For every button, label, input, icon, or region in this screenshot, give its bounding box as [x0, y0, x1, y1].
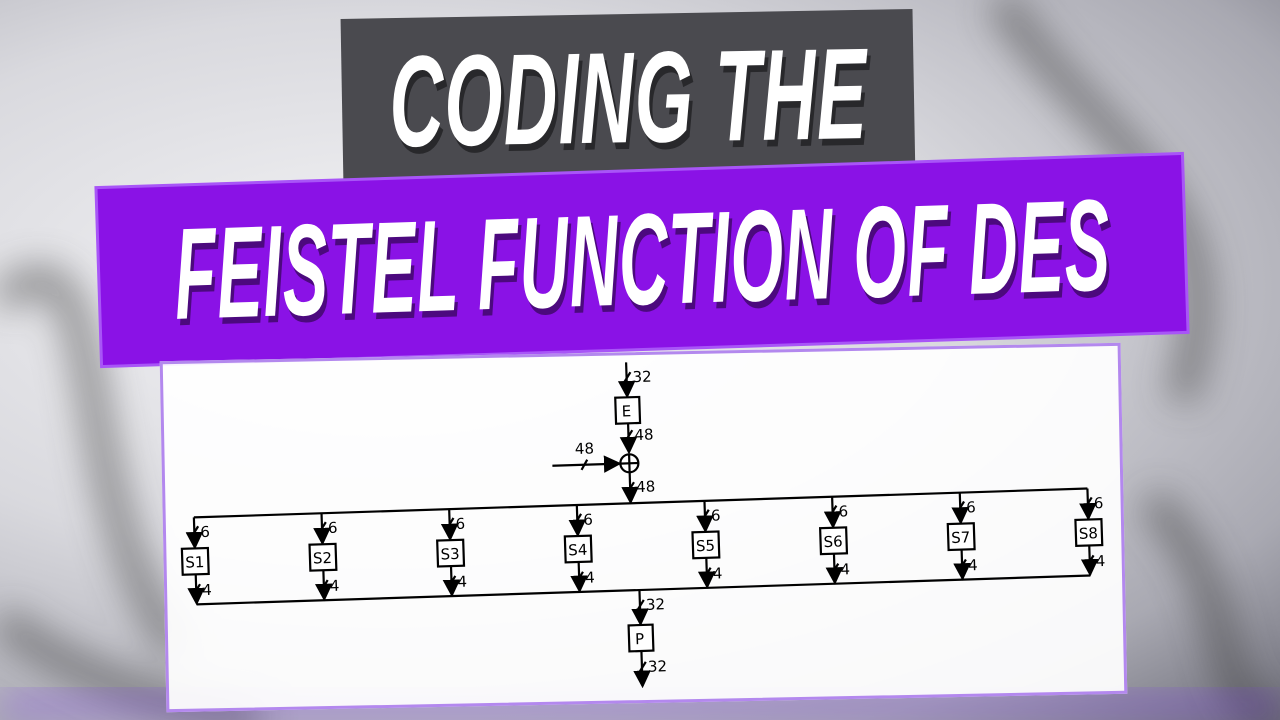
bit-slash — [1085, 554, 1095, 569]
bit-slash — [637, 661, 647, 675]
sbox-4: 6S4 4 — [563, 504, 595, 594]
key-wire — [552, 455, 622, 473]
sbox-label: S3 — [440, 545, 460, 564]
output-bits-label: 32 — [648, 657, 668, 676]
sbox-7: 6S7 4 — [946, 492, 978, 581]
sbox-out-bits: 4 — [968, 556, 978, 574]
sbox-label: S6 — [823, 532, 843, 551]
bottom-bus — [196, 574, 1091, 606]
bit-slash — [955, 500, 965, 515]
sbox-out-bits: 4 — [713, 564, 723, 582]
bit-slash — [572, 513, 583, 527]
sbox-in-bits: 6 — [711, 506, 721, 524]
sbox-3: 6S3 4 — [436, 509, 467, 598]
key-bits-label: 48 — [575, 439, 595, 458]
bit-slash — [574, 571, 584, 585]
bit-slash — [700, 509, 710, 523]
sbox-5: 6S5 4 — [691, 500, 723, 590]
sbox-label: S5 — [696, 537, 716, 556]
sbox-out-bits: 4 — [202, 581, 212, 599]
sbox-in-bits: 6 — [328, 519, 338, 537]
bit-slash — [957, 558, 967, 573]
top-bus — [193, 487, 1088, 519]
bit-slash — [189, 525, 200, 540]
sbox-label: S8 — [1079, 524, 1099, 543]
bit-slash — [635, 599, 645, 613]
sbox-2: 6S2 4 — [308, 513, 340, 602]
combined-bits-label: 32 — [646, 595, 666, 614]
sbox-out-bits: 4 — [457, 573, 467, 591]
sbox-in-bits: 6 — [838, 502, 848, 520]
sbox-label: S4 — [568, 541, 588, 560]
bit-slash — [317, 521, 327, 535]
key-label: k — [533, 456, 545, 475]
bit-slash — [446, 575, 457, 589]
sbox-label: S2 — [313, 549, 333, 568]
sbox-1: 6S1 4 — [180, 517, 212, 606]
bit-slash — [827, 505, 838, 519]
sbox-in-bits: 6 — [200, 523, 210, 541]
bit-slash — [625, 481, 635, 495]
sbox-in-bits: 6 — [455, 515, 465, 533]
expanded-bits-label: 48 — [634, 426, 654, 445]
bit-slash — [702, 567, 712, 581]
bit-slash — [1083, 496, 1093, 511]
bit-slash — [580, 459, 589, 471]
permutation-label: P — [635, 630, 645, 648]
bit-slash — [191, 583, 201, 598]
input-bits-label: 32 — [632, 368, 652, 387]
expansion-label: E — [621, 402, 631, 420]
sbox-out-bits: 4 — [840, 560, 850, 578]
sbox-in-bits: 6 — [583, 511, 593, 529]
bit-slash — [319, 579, 329, 593]
sbox-6: 6S6 4 — [818, 496, 850, 585]
xor-output-bits-label: 48 — [636, 477, 656, 496]
sbox-out-bits: 4 — [585, 568, 595, 586]
sbox-in-bits: 6 — [966, 498, 976, 516]
sbox-8: 6S8 4 — [1074, 488, 1106, 577]
bit-slash — [621, 371, 632, 386]
sbox-out-bits: 4 — [1095, 552, 1105, 570]
sbox-label: S7 — [951, 528, 971, 547]
bit-slash — [829, 563, 840, 577]
sbox-in-bits: 6 — [1094, 494, 1104, 512]
sbox-out-bits: 4 — [330, 577, 340, 595]
xor-icon — [619, 453, 640, 474]
bit-slash — [623, 429, 634, 444]
bit-slash — [444, 517, 455, 531]
sbox-label: S1 — [185, 553, 205, 572]
